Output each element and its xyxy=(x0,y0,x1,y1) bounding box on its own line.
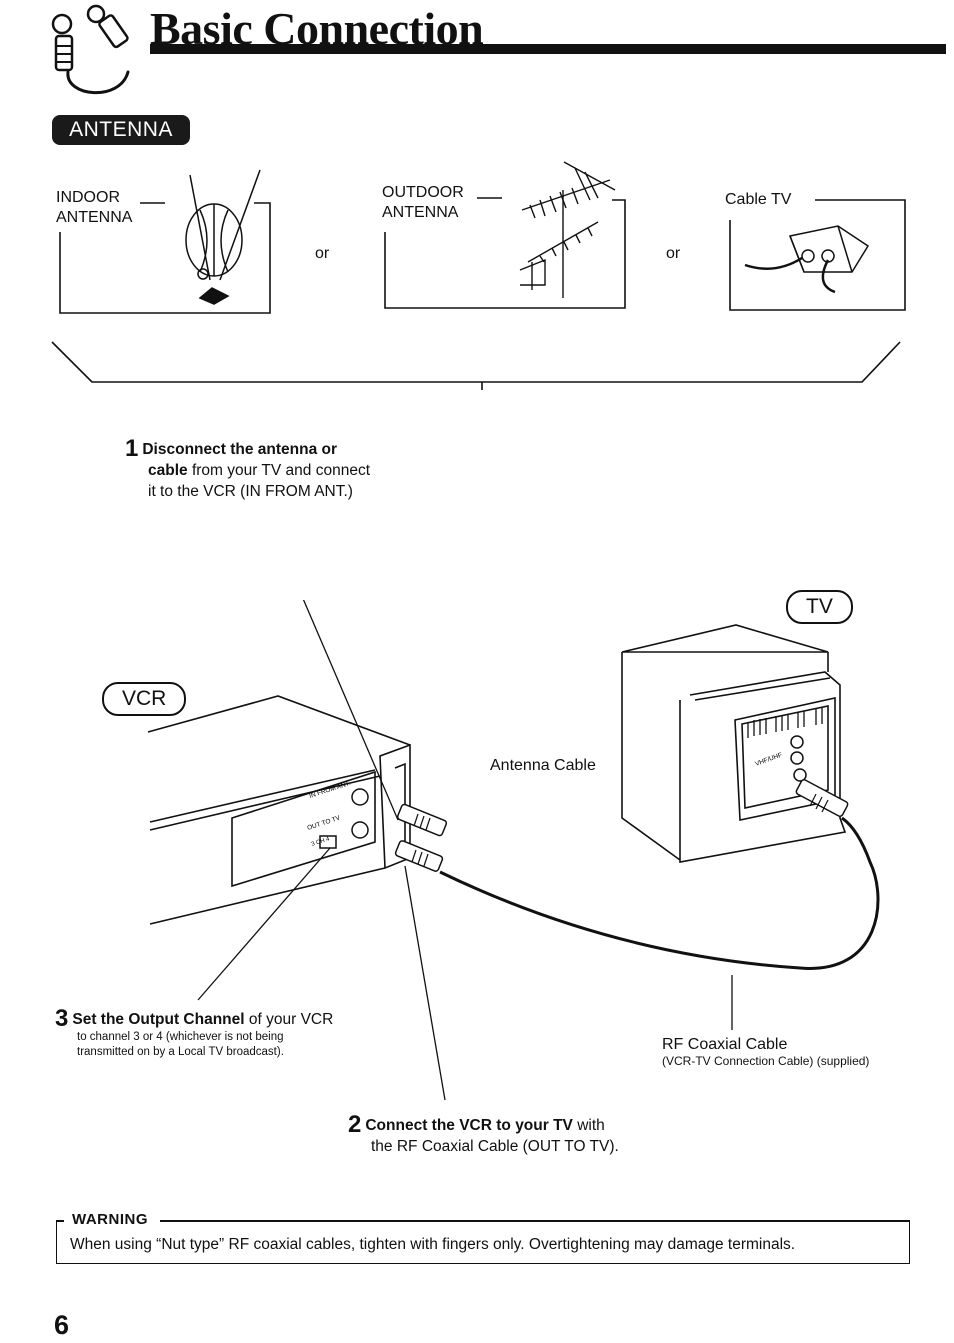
tv-unit xyxy=(621,624,847,863)
vcr-unit xyxy=(147,695,411,925)
step-1-bold-b: cable xyxy=(148,462,188,479)
tv-jack-label: VHF/UHF xyxy=(754,752,783,768)
outdoor-antenna-icon xyxy=(519,161,616,298)
step-2-bold: Connect the VCR to your TV xyxy=(365,1117,573,1134)
step-3-number: 3 xyxy=(55,1005,69,1032)
step-2-line2: the RF Coaxial Cable (OUT TO TV). xyxy=(371,1138,619,1155)
indoor-antenna-label: INDOOR ANTENNA xyxy=(56,188,132,228)
outdoor-antenna-label: OUTDOOR ANTENNA xyxy=(382,183,464,223)
outdoor-line2: ANTENNA xyxy=(382,204,459,221)
antenna-sources-drawing xyxy=(51,161,906,390)
outdoor-line1: OUTDOOR xyxy=(382,184,464,201)
warning-text: When using “Nut type” RF coaxial cables,… xyxy=(70,1236,796,1253)
rf-coaxial-title: RF Coaxial Cable xyxy=(662,1036,788,1053)
warning-top-rule-left xyxy=(56,1220,64,1222)
indoor-antenna-icon xyxy=(185,169,261,305)
step-1-number: 1 xyxy=(125,435,139,462)
vcr-channel-label: 3 CH 4 xyxy=(311,836,331,848)
or-label-2: or xyxy=(666,245,681,262)
rf-coaxial-note: (VCR-TV Connection Cable) (supplied) xyxy=(662,1054,870,1068)
tv-badge: TV xyxy=(786,590,853,624)
step-2-number: 2 xyxy=(348,1111,362,1138)
step-1-line3: it to the VCR (IN FROM ANT.) xyxy=(148,483,353,500)
vcr-badge: VCR xyxy=(102,682,187,716)
section-tag-antenna: ANTENNA xyxy=(52,115,190,145)
vcr-jack-in-label: IN FROM ANT. xyxy=(308,780,351,800)
rf-coaxial-label: RF Coaxial Cable (VCR-TV Connection Cabl… xyxy=(662,1036,869,1069)
vcr-jack-out-label: OUT TO TV xyxy=(306,814,341,831)
page-number: 6 xyxy=(54,1310,70,1340)
warning-top-rule-right xyxy=(160,1220,910,1222)
warning-title: WARNING xyxy=(70,1211,150,1228)
step-1-bold-a: Disconnect the antenna or xyxy=(142,441,338,458)
indoor-line1: INDOOR xyxy=(56,189,120,206)
title-rule xyxy=(150,44,946,54)
or-label-1: or xyxy=(315,245,330,262)
warning-box xyxy=(56,1220,910,1264)
indoor-line2: ANTENNA xyxy=(56,209,133,226)
step-3-small1: to channel 3 or 4 (whichever is not bein… xyxy=(77,1031,284,1043)
cable-wallbox-icon xyxy=(744,225,870,294)
cable-tv-label: Cable TV xyxy=(725,191,792,208)
step-1-rest-b: from your TV and connect xyxy=(187,462,371,479)
step-3-rest: of your VCR xyxy=(244,1011,334,1028)
connector-logo-icon xyxy=(51,4,130,95)
rf-coaxial-cable xyxy=(439,816,880,970)
vcr-tv-connection-drawing: IN FROM ANT. OUT TO TV 3 CH 4 VHF/UHF xyxy=(147,600,880,1101)
step-3-bold: Set the Output Channel xyxy=(72,1011,245,1028)
step-2-rest: with xyxy=(572,1117,605,1134)
antenna-cable-label: Antenna Cable xyxy=(490,757,596,774)
step-3-small2: transmitted on by a Local TV broadcast). xyxy=(77,1046,284,1058)
